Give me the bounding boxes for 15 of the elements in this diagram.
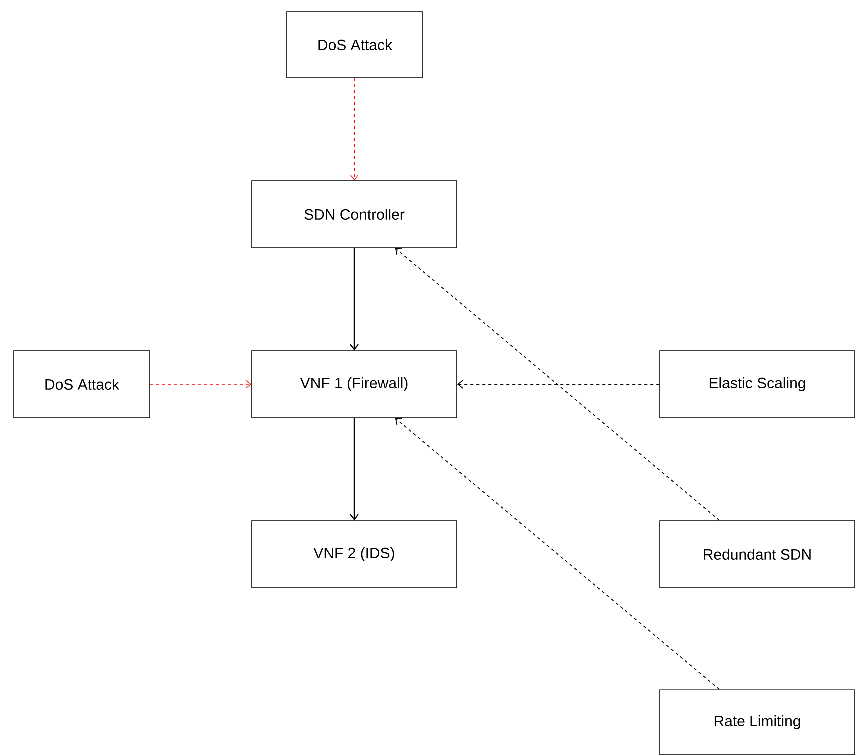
- process-box: SDN Controller: [252, 180, 458, 248]
- process-box: DoS Attack: [286, 12, 424, 78]
- process-box: DoS Attack: [14, 350, 150, 418]
- arrow: [395, 248, 720, 522]
- arrow: [350, 248, 359, 351]
- arrow: [395, 418, 720, 690]
- process-box: VNF 1 (Firewall): [252, 350, 458, 418]
- arrow: [350, 78, 359, 181]
- arrow: [150, 380, 252, 389]
- arrow: [350, 418, 359, 521]
- arrow: [457, 380, 660, 389]
- process-box: VNF 2 (IDS): [252, 520, 458, 588]
- process-box: Rate Limiting: [660, 690, 856, 756]
- process-box: Redundant SDN: [660, 520, 856, 588]
- process-box: Elastic Scaling: [660, 350, 856, 418]
